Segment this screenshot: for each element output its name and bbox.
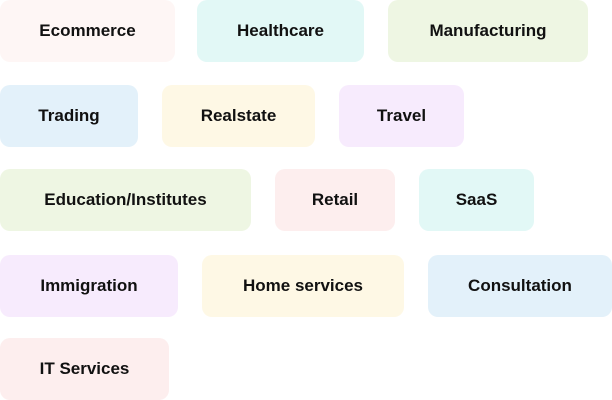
industry-chip-label: Education/Institutes — [44, 190, 207, 209]
industry-chip-label: Healthcare — [237, 21, 324, 40]
industry-chip-consultation[interactable]: Consultation — [428, 255, 612, 317]
industry-chip-saas[interactable]: SaaS — [419, 169, 534, 231]
industry-chip-label: Retail — [311, 190, 359, 209]
industry-chip-label: Home services — [242, 276, 364, 295]
industry-chip-retail[interactable]: Retail — [275, 169, 395, 231]
industry-chip-ecommerce[interactable]: Ecommerce — [0, 0, 175, 62]
industry-chip-label: Realstate — [200, 106, 277, 125]
industry-chip-label: Manufacturing — [429, 21, 547, 40]
industry-chip-healthcare[interactable]: Healthcare — [197, 0, 364, 62]
industry-chip-travel[interactable]: Travel — [339, 85, 464, 147]
industry-chip-it-services[interactable]: IT Services — [0, 338, 169, 400]
industry-chip-education-institutes[interactable]: Education/Institutes — [0, 169, 251, 231]
industry-chip-label: Immigration — [40, 276, 138, 295]
industry-chip-label: Trading — [38, 106, 100, 125]
industry-chip-manufacturing[interactable]: Manufacturing — [388, 0, 588, 62]
industry-chip-label: SaaS — [455, 190, 498, 209]
industry-chip-label: Travel — [376, 106, 427, 125]
industry-chip-label: Consultation — [468, 276, 572, 295]
industry-chip-label: Ecommerce — [39, 21, 136, 40]
industry-chip-immigration[interactable]: Immigration — [0, 255, 178, 317]
industry-chip-label: IT Services — [39, 359, 130, 378]
industry-chip-trading[interactable]: Trading — [0, 85, 138, 147]
industry-chip-realstate[interactable]: Realstate — [162, 85, 315, 147]
industry-chip-home-services[interactable]: Home services — [202, 255, 404, 317]
